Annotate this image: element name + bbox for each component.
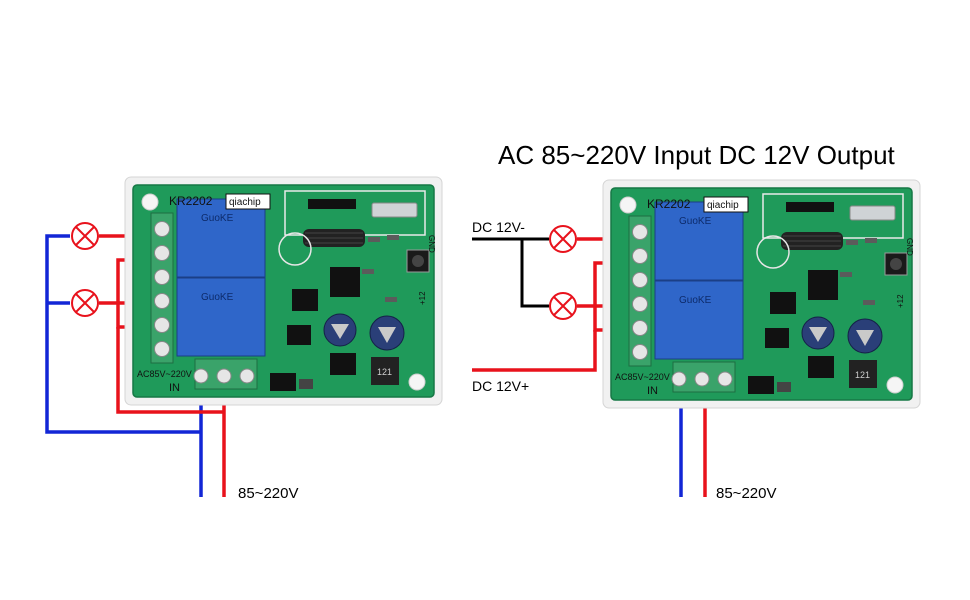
left-inductor-label: 121 [377,367,392,377]
right-in-label: IN [647,385,658,397]
left-pin-label: +12 [418,291,427,305]
right-inductor-label: 121 [855,370,870,380]
right-gnd-label: GND [905,238,914,256]
right-dc-plus-label: DC 12V+ [472,378,529,394]
right-relay-1-brand: GuoKE [679,216,712,227]
left-in-label: IN [169,382,180,394]
right-lamp-1-icon [549,225,577,253]
right-relay-board: KR2202 qiachip GuoKE GuoKE AC85V~220V IN… [602,179,921,409]
left-supply-label: 85~220V [238,485,298,502]
right-ac-label: AC85V~220V [615,372,670,382]
page-title: AC 85~220V Input DC 12V Output [498,140,896,170]
left-lamp-1-icon [71,222,99,250]
right-relay-2-brand: GuoKE [679,295,712,306]
right-dc-minus-drop [520,239,549,308]
left-board-model: KR2202 [169,194,213,208]
right-board-brand: qiachip [707,200,739,211]
left-relay-1-brand: GuoKE [201,213,234,224]
right-dc-minus-label: DC 12V- [472,219,525,235]
right-dc-plus-line [472,330,597,372]
right-pin-label: +12 [896,294,905,308]
right-lamp-2-icon [549,292,577,320]
left-board-brand: qiachip [229,197,261,208]
left-relay-2-brand: GuoKE [201,292,234,303]
left-gnd-label: GND [427,235,436,253]
left-lamp-2-icon [71,289,99,317]
left-neutral-loop [45,234,201,434]
left-ac-label: AC85V~220V [137,369,192,379]
right-board-model: KR2202 [647,197,691,211]
left-live-feed [116,327,224,414]
right-supply-label: 85~220V [716,485,776,502]
left-relay-board: KR2202 qiachip GuoKE GuoKE AC85V~220V IN… [124,176,443,406]
